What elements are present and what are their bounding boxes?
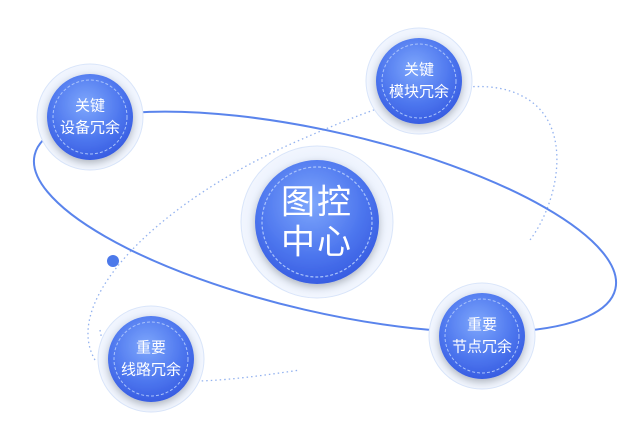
node-top-right-circle — [376, 38, 462, 124]
node-top-right-line2: 模块冗余 — [389, 83, 449, 101]
center-label-line2: 中心 — [281, 223, 353, 263]
node-top-left-line1: 关键 — [75, 97, 105, 115]
node-bottom-left-line1: 重要 — [136, 339, 166, 357]
node-top-left-line2: 设备冗余 — [60, 119, 120, 137]
node-bottom-left-inner-ring — [113, 321, 189, 397]
node-top-left-inner-ring — [52, 79, 128, 155]
node-bottom-right-circle — [439, 293, 525, 379]
node-bottom-left: 重要 线路冗余 — [97, 305, 205, 413]
center-label-line1: 图控 — [281, 183, 353, 223]
center-node: 图控 中心 — [240, 145, 394, 299]
center-node-inner-ring — [261, 166, 373, 278]
node-bottom-right-line1: 重要 — [467, 316, 497, 334]
node-top-right-inner-ring — [381, 43, 457, 119]
node-top-left-circle — [47, 74, 133, 160]
solid-orbit — [32, 110, 618, 334]
node-bottom-left-circle — [108, 316, 194, 402]
node-bottom-right: 重要 节点冗余 — [428, 282, 536, 390]
node-top-right: 关键 模块冗余 — [365, 27, 473, 135]
node-top-right-line1: 关键 — [404, 61, 434, 79]
node-bottom-right-inner-ring — [444, 298, 520, 374]
orbit-dot — [107, 255, 119, 267]
node-bottom-right-line2: 节点冗余 — [452, 338, 512, 356]
center-node-circle — [255, 160, 379, 284]
node-top-left: 关键 设备冗余 — [36, 63, 144, 171]
node-bottom-left-line2: 线路冗余 — [121, 361, 181, 379]
dotted-orbit — [87, 85, 558, 361]
